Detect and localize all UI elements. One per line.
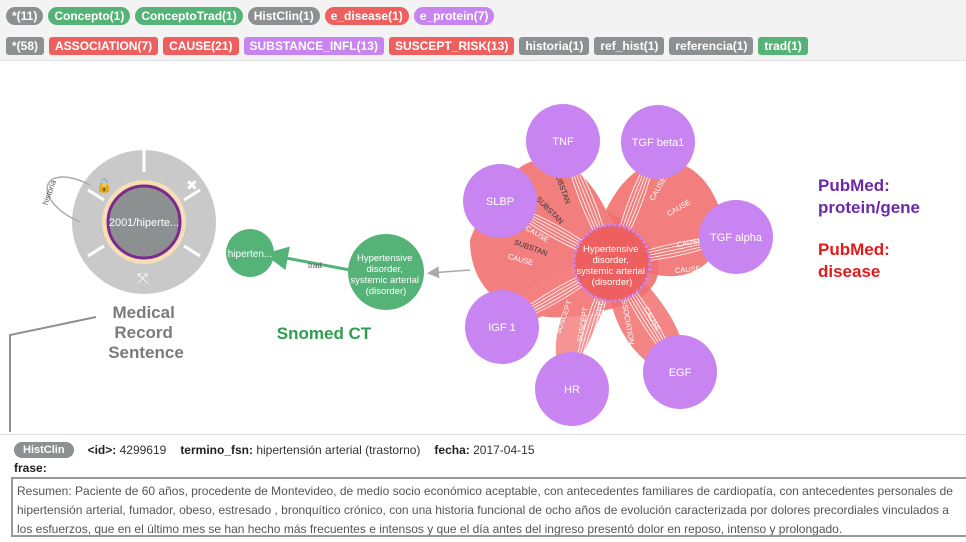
label-conceptotrad[interactable]: ConceptoTrad(1)	[135, 7, 243, 25]
historia-edge-label: historia	[41, 178, 58, 206]
protein-node-label: TNF	[552, 136, 574, 148]
snomed-node-label: Hypertensive disorder, systemic arterial…	[350, 253, 421, 297]
graph-canvas[interactable]: CAUSECAUSECAUSECAUSECAUSECAUSESUBSTANSUB…	[0, 60, 966, 432]
annotation-line: PubMed:	[818, 240, 890, 259]
protein-node-label: SLBP	[486, 196, 514, 208]
details-node-label[interactable]: HistClin	[14, 442, 74, 458]
historia-edge	[46, 176, 91, 223]
details-id-value: 4299619	[119, 443, 167, 457]
label-histclin[interactable]: HistClin(1)	[247, 7, 320, 25]
details-fsn: termino_fsn: hipertensión arterial (tras…	[180, 443, 420, 457]
record-node-label[interactable]: 2001/hiperte...	[109, 217, 179, 229]
snomed-line-3: systemic arterial	[350, 275, 419, 286]
disease-line-3: systemic arterial	[576, 266, 645, 277]
annotation-line: Medical	[112, 303, 174, 322]
disease-node[interactable]	[572, 223, 652, 303]
rel-referencia[interactable]: referencia(1)	[669, 37, 754, 55]
protein-node-label: HR	[564, 384, 580, 396]
annotation-line: disease	[818, 262, 880, 281]
relationship-type-list: *(58) ASSOCIATION(7) CAUSE(21) SUBSTANCE…	[6, 37, 808, 55]
medical-record-annotation: Medical Record Sentence	[108, 303, 184, 362]
pubmed-protein-annotation: PubMed: protein/gene	[818, 176, 920, 217]
details-fecha-value: 2017-04-15	[473, 443, 535, 457]
details-id: <id>: 4299619	[88, 443, 167, 457]
annotation-line: Sentence	[108, 343, 184, 362]
lock-icon[interactable]: 🔓	[96, 178, 112, 193]
trad-edge-label: trad	[308, 261, 322, 270]
rel-historia[interactable]: historia(1)	[519, 37, 590, 55]
label-all[interactable]: *(11)	[6, 7, 44, 25]
rel-substance-infl[interactable]: SUBSTANCE_INFL(13)	[243, 37, 384, 55]
protein-node-egf[interactable]: EGF	[643, 335, 717, 409]
label-e-disease[interactable]: e_disease(1)	[324, 7, 409, 25]
ref-edge	[427, 266, 471, 279]
pubmed-disease-annotation: PubMed: disease	[818, 240, 895, 281]
relationship-label: CAUSE	[590, 156, 603, 183]
snomed-line-1: Hypertensive	[357, 253, 412, 264]
snomed-node[interactable]	[348, 234, 424, 310]
close-icon[interactable]: ✖	[186, 177, 198, 193]
node-details-panel: HistClin <id>: 4299619 termino_fsn: hipe…	[0, 434, 966, 542]
protein-node-hr[interactable]: HR	[535, 352, 609, 426]
rel-suscept-risk[interactable]: SUSCEPT_RISK(13)	[388, 37, 515, 55]
protein-node-tnf[interactable]: TNF	[526, 104, 600, 178]
details-id-key: <id>:	[87, 443, 117, 457]
rel-cause[interactable]: CAUSE(21)	[163, 37, 239, 55]
record-node-menu[interactable]: 2001/hiperte...	[72, 150, 216, 294]
protein-node-tgf-alpha[interactable]: TGF alpha	[699, 200, 773, 274]
protein-node-label: EGF	[669, 367, 692, 379]
relationship-label: SUSCEPT	[593, 301, 605, 337]
details-fecha: fecha: 2017-04-15	[434, 443, 534, 457]
annotation-line: protein/gene	[818, 198, 920, 217]
rel-all[interactable]: *(58)	[6, 37, 45, 55]
annotation-line: Record	[114, 323, 173, 342]
details-fecha-key: fecha:	[434, 443, 470, 457]
protein-node-label: TGF alpha	[710, 232, 763, 244]
sentence-text: Resumen: Paciente de 60 años, procedente…	[11, 477, 966, 537]
expand-icon[interactable]: ⤧	[137, 270, 148, 286]
details-frase-key: frase:	[14, 461, 47, 475]
details-fsn-value: hipertensión arterial (trastorno)	[256, 443, 421, 457]
concept-node-label: hiperten...	[228, 249, 272, 260]
node-label-list: *(11) Concepto(1) ConceptoTrad(1) HistCl…	[6, 7, 495, 25]
protein-node-label: IGF 1	[488, 322, 516, 334]
trad-edge	[264, 246, 351, 272]
rel-trad[interactable]: trad(1)	[758, 37, 808, 55]
label-concepto[interactable]: Concepto(1)	[48, 7, 131, 25]
rel-association[interactable]: ASSOCIATION(7)	[49, 37, 159, 55]
protein-node-tgf-beta1[interactable]: TGF beta1	[621, 105, 695, 179]
concept-node[interactable]	[226, 229, 274, 277]
graph-legend-toolbar: *(11) Concepto(1) ConceptoTrad(1) HistCl…	[0, 0, 966, 61]
rel-ref-hist[interactable]: ref_hist(1)	[594, 37, 665, 55]
protein-node-slbp[interactable]: SLBP	[463, 164, 537, 238]
relationship-label: CAUSE	[676, 236, 703, 249]
annotation-pointer	[9, 316, 97, 432]
snomed-annotation: Snomed CT	[277, 324, 372, 343]
snomed-line-4: (disorder)	[366, 286, 407, 297]
relationship-label: CAUSE	[675, 264, 702, 275]
details-fsn-key: termino_fsn:	[180, 443, 253, 457]
protein-node-igf-1[interactable]: IGF 1	[465, 290, 539, 364]
disease-line-2: disorder,	[592, 255, 628, 266]
disease-line-4: (disorder)	[592, 277, 633, 288]
disease-line-1: Hypertensive	[583, 244, 638, 255]
disease-node-label: Hypertensive disorder, systemic arterial…	[576, 244, 647, 288]
label-e-protein[interactable]: e_protein(7)	[413, 7, 495, 25]
snomed-line-2: disorder,	[366, 264, 402, 275]
annotation-line: PubMed:	[818, 176, 890, 195]
protein-node-label: TGF beta1	[632, 137, 685, 149]
